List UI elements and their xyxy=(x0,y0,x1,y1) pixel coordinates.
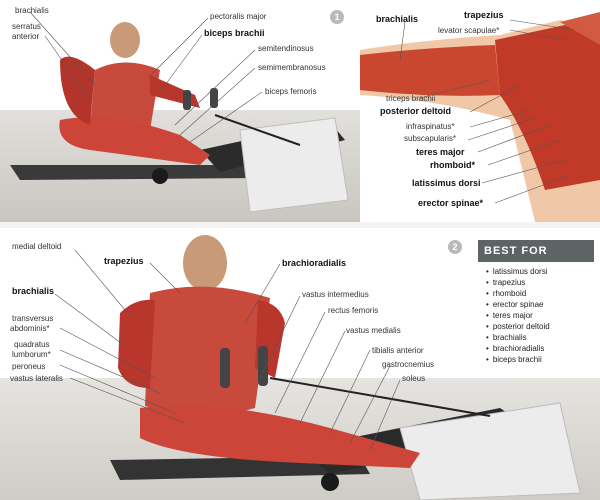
label-erector-spinae: erector spinae* xyxy=(418,198,484,208)
step-badge-2: 2 xyxy=(448,240,462,254)
legs xyxy=(140,405,420,468)
best-for-title: BEST FOR xyxy=(478,240,594,262)
label-biceps-brachii-1: biceps brachii xyxy=(204,28,265,38)
label-serratus: serratus xyxy=(12,22,41,31)
best-for-item: brachialis xyxy=(486,332,590,343)
machine-frame xyxy=(399,402,581,500)
label-pectoralis-major: pectoralis major xyxy=(210,12,267,21)
cable xyxy=(214,114,301,146)
arm xyxy=(150,75,200,108)
label-biceps-femoris: biceps femoris xyxy=(265,87,317,96)
label-levator-scapulae: levator scapulae* xyxy=(438,26,500,35)
label-semimembranosus: semimembranosus xyxy=(258,63,326,72)
handle-left xyxy=(220,348,230,388)
figure-illustration-2 xyxy=(54,235,581,500)
label-anterior: anterior xyxy=(12,32,40,41)
best-for-item: posterior deltoid xyxy=(486,321,590,332)
torso xyxy=(145,286,270,416)
label-subscapularis: subscapularis* xyxy=(404,134,457,143)
label-trapezius-2: trapezius xyxy=(464,10,504,20)
label-triceps-brachii: triceps brachii xyxy=(386,94,436,103)
handle-right xyxy=(258,346,268,386)
head xyxy=(183,235,227,291)
label-vastus-intermedius: vastus intermedius xyxy=(302,290,369,299)
best-for-item: biceps brachii xyxy=(486,354,590,365)
label-rectus-femoris: rectus femoris xyxy=(328,306,379,315)
label-quadratus: quadratus xyxy=(14,340,50,349)
flywheel xyxy=(321,473,339,491)
label-gastrocnemius: gastrocnemius xyxy=(382,360,435,369)
back-muscles xyxy=(495,25,600,190)
figure-illustration-1 xyxy=(10,11,349,213)
best-for-item: trapezius xyxy=(486,277,590,288)
label-rhomboid: rhomboid* xyxy=(430,160,475,170)
panel-back-detail: brachialis trapezius levator scapulae* t… xyxy=(360,0,600,222)
best-for-item: teres major xyxy=(486,310,590,321)
label-vastus-lateralis: vastus lateralis xyxy=(10,374,63,383)
upper-arm-muscle xyxy=(360,45,500,96)
best-for-item: latissimus dorsi xyxy=(486,266,590,277)
left-arm xyxy=(118,299,155,388)
label-abdominis: abdominis* xyxy=(10,324,50,333)
best-for-list: latissimus dorsi trapezius rhomboid erec… xyxy=(478,262,594,365)
legs xyxy=(59,117,210,165)
label-infraspinatus: infraspinatus* xyxy=(406,122,455,131)
flywheel xyxy=(152,168,168,184)
back-arm xyxy=(60,56,95,125)
label-medial-deltoid: medial deltoid xyxy=(12,242,62,251)
torso xyxy=(90,62,160,135)
label-teres-major: teres major xyxy=(416,147,465,157)
label-latissimus-dorsi: latissimus dorsi xyxy=(412,178,481,188)
label-tibialis-anterior: tibialis anterior xyxy=(372,346,424,355)
label-lumborum: lumborum* xyxy=(12,350,51,359)
best-for-item: brachioradialis xyxy=(486,343,590,354)
label-semitendinosus: semitendinosus xyxy=(258,44,314,53)
label-posterior-deltoid: posterior deltoid xyxy=(380,106,452,116)
head xyxy=(110,22,140,58)
trapezius-muscle xyxy=(560,12,600,45)
handle-left xyxy=(183,90,191,110)
best-for-item: rhomboid xyxy=(486,288,590,299)
label-vastus-medialis: vastus medialis xyxy=(346,326,401,335)
best-for-item: erector spinae xyxy=(486,299,590,310)
label-brachialis-2: brachialis xyxy=(376,14,419,24)
back-illustration xyxy=(360,12,600,222)
panel-seated-row-side: 1 brachialis serratus anterior pectorali… xyxy=(0,0,360,222)
cable xyxy=(269,377,491,417)
step-badge-1: 1 xyxy=(330,10,344,24)
machine-frame xyxy=(239,117,349,213)
label-trapezius-3: trapezius xyxy=(104,256,144,266)
rowing-seat-rail xyxy=(10,165,260,180)
label-brachioradialis: brachioradialis xyxy=(282,258,347,268)
label-brachialis-3: brachialis xyxy=(12,286,55,296)
label-transversus: transversus xyxy=(12,314,54,323)
label-brachialis-1: brachialis xyxy=(15,6,49,15)
best-for-box: BEST FOR latissimus dorsi trapezius rhom… xyxy=(478,240,594,390)
label-peroneus: peroneus xyxy=(12,362,46,371)
label-soleus: soleus xyxy=(402,374,426,383)
